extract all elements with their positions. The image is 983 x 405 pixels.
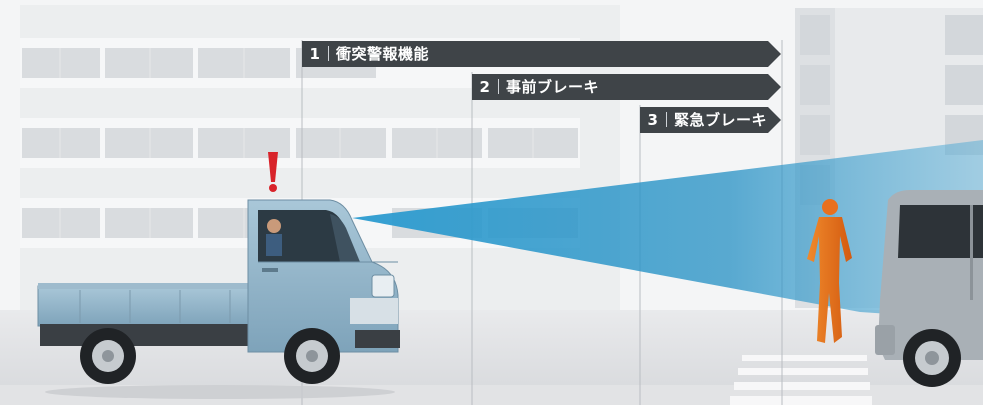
exclamation-mark-icon: [268, 152, 278, 192]
stage-3-label: 3 緊急ブレーキ: [644, 107, 767, 133]
stage-2-separator: [498, 79, 499, 94]
stage-1-number: 1: [309, 45, 321, 63]
stage-arrows: [302, 41, 781, 133]
stage-2-label: 2 事前ブレーキ: [476, 74, 599, 100]
stage-2-arrow: [472, 74, 781, 100]
stage-2-number: 2: [479, 78, 491, 96]
pedestrian: [807, 199, 852, 343]
stage-1-label: 1 衝突警報機能: [306, 41, 429, 67]
crosswalk: [730, 355, 872, 405]
stage-1-arrow: [302, 41, 781, 67]
kei-truck: [37, 199, 400, 399]
stage-1-separator: [328, 46, 329, 61]
stage-3-arrow: [640, 107, 781, 133]
stage-1-text: 衝突警報機能: [336, 45, 430, 63]
van: [875, 190, 983, 387]
stage-3-separator: [666, 112, 667, 127]
stage-3-text: 緊急ブレーキ: [674, 111, 768, 129]
stage-2-text: 事前ブレーキ: [506, 78, 600, 96]
stage-3-number: 3: [647, 111, 659, 129]
